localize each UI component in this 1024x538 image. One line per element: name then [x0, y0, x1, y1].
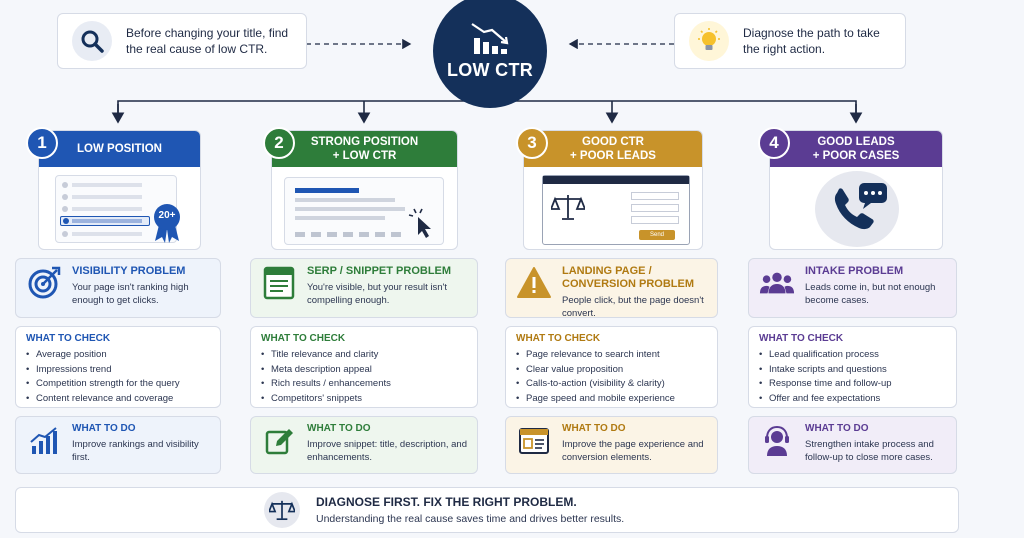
list-item: Meta description appeal: [261, 363, 467, 378]
scales-icon: [549, 192, 587, 227]
column-2-card: STRONG POSITION+ LOW CTR: [271, 130, 458, 250]
note-left: Before changing your title, find the rea…: [57, 13, 307, 69]
search-result-illustration: [284, 177, 444, 245]
list-item: Lead qualification process: [759, 348, 946, 363]
check-title: WHAT TO CHECK: [759, 333, 844, 344]
column-1-checklist: WHAT TO CHECK Average position Impressio…: [15, 326, 221, 408]
check-title: WHAT TO CHECK: [261, 333, 346, 344]
browser-window-icon: [516, 423, 552, 459]
phone-chat-icon: [815, 171, 899, 247]
cursor-click-icon: [408, 207, 438, 244]
todo-title: WHAT TO DO: [805, 423, 869, 434]
problem-title: LANDING PAGE / CONVERSION PROBLEM: [562, 265, 695, 290]
scales-icon: [264, 492, 300, 528]
footer-banner: DIAGNOSE FIRST. FIX THE RIGHT PROBLEM. U…: [15, 487, 959, 533]
column-3-card: GOOD CTR+ POOR LEADS Send: [523, 130, 703, 250]
column-4-todo: WHAT TO DO Strengthen intake process and…: [748, 416, 957, 474]
todo-desc: Improve rankings and visibility first.: [72, 439, 199, 463]
column-4-title: GOOD LEADS+ POOR CASES: [770, 131, 942, 167]
headset-agent-icon: [759, 423, 795, 459]
send-button: Send: [639, 230, 675, 240]
list-item: Response time and follow-up: [759, 377, 946, 392]
target-icon: [26, 265, 62, 301]
column-4-card: GOOD LEADS+ POOR CASES: [769, 130, 943, 250]
column-2-checklist: WHAT TO CHECK Title relevance and clarit…: [250, 326, 478, 408]
team-icon: [759, 265, 795, 301]
todo-desc: Strengthen intake process and follow-up …: [805, 439, 934, 463]
list-item: Offer and fee expectations: [759, 392, 946, 407]
list-item: Rich results / enhancements: [261, 377, 467, 392]
landing-page-illustration: Send: [542, 175, 690, 245]
column-2-title: STRONG POSITION+ LOW CTR: [272, 131, 457, 167]
list-item: Title relevance and clarity: [261, 348, 467, 363]
problem-desc: Your page isn't ranking high enough to g…: [72, 282, 189, 306]
note-left-text: Before changing your title, find the rea…: [126, 26, 289, 56]
problem-title: VISIBILITY PROBLEM: [72, 265, 186, 277]
problem-title: INTAKE PROBLEM: [805, 265, 904, 277]
position-badge: 20+: [158, 210, 176, 221]
problem-desc: Leads come in, but not enough become cas…: [805, 282, 936, 306]
column-3-title: GOOD CTR+ POOR LEADS: [524, 131, 702, 167]
step-2-number: 2: [263, 127, 295, 159]
ribbon-badge-icon: 20+: [151, 203, 183, 243]
column-2-todo: WHAT TO DO Improve snippet: title, descr…: [250, 416, 478, 474]
list-item: Competitors' snippets: [261, 392, 467, 407]
declining-bar-chart-icon: [471, 22, 509, 54]
list-item: Impressions trend: [26, 363, 210, 378]
footer-desc: Understanding the real cause saves time …: [316, 513, 625, 525]
footer-title: DIAGNOSE FIRST. FIX THE RIGHT PROBLEM.: [316, 495, 577, 509]
edit-icon: [261, 423, 297, 459]
list-item: Content relevance and coverage: [26, 392, 210, 407]
problem-desc: People click, but the page doesn't conve…: [562, 295, 704, 319]
problem-desc: You're visible, but your result isn't co…: [307, 282, 448, 306]
warning-icon: [516, 265, 552, 301]
list-item: Competition strength for the query: [26, 377, 210, 392]
list-item: Page speed and mobile experience: [516, 392, 707, 407]
note-right: Diagnose the path to take the right acti…: [674, 13, 906, 69]
list-item: Clear value proposition: [516, 363, 707, 378]
note-right-text: Diagnose the path to take the right acti…: [743, 26, 880, 56]
todo-title: WHAT TO DO: [307, 423, 371, 434]
snippet-page-icon: [261, 265, 297, 301]
column-2-problem: SERP / SNIPPET PROBLEM You're visible, b…: [250, 258, 478, 318]
column-1-card: LOW POSITION 20+: [38, 130, 201, 250]
hub-title: LOW CTR: [446, 59, 534, 80]
problem-title: SERP / SNIPPET PROBLEM: [307, 265, 452, 277]
column-4-problem: INTAKE PROBLEM Leads come in, but not en…: [748, 258, 957, 318]
check-title: WHAT TO CHECK: [516, 333, 601, 344]
column-4-checklist: WHAT TO CHECK Lead qualification process…: [748, 326, 957, 408]
column-1-title: LOW POSITION: [39, 131, 200, 167]
step-1-number: 1: [26, 127, 58, 159]
column-1-problem: VISIBILITY PROBLEM Your page isn't ranki…: [15, 258, 221, 318]
step-3-number: 3: [516, 127, 548, 159]
list-item: Intake scripts and questions: [759, 363, 946, 378]
magnifier-icon: [72, 21, 112, 61]
list-item: Average position: [26, 348, 210, 363]
low-ctr-hub: LOW CTR: [433, 0, 547, 108]
check-title: WHAT TO CHECK: [26, 333, 111, 344]
step-4-number: 4: [758, 127, 790, 159]
todo-title: WHAT TO DO: [72, 423, 136, 434]
list-item: Page relevance to search intent: [516, 348, 707, 363]
column-3-problem: LANDING PAGE / CONVERSION PROBLEM People…: [505, 258, 718, 319]
column-1-todo: WHAT TO DO Improve rankings and visibili…: [15, 416, 221, 474]
growth-chart-icon: [26, 423, 62, 459]
todo-desc: Improve the page experience and conversi…: [562, 439, 704, 463]
column-3-checklist: WHAT TO CHECK Page relevance to search i…: [505, 326, 718, 408]
list-item: Calls-to-action (visibility & clarity): [516, 377, 707, 392]
todo-title: WHAT TO DO: [562, 423, 626, 434]
column-3-todo: WHAT TO DO Improve the page experience a…: [505, 416, 718, 474]
lightbulb-icon: [689, 21, 729, 61]
todo-desc: Improve snippet: title, description, and…: [307, 439, 468, 463]
